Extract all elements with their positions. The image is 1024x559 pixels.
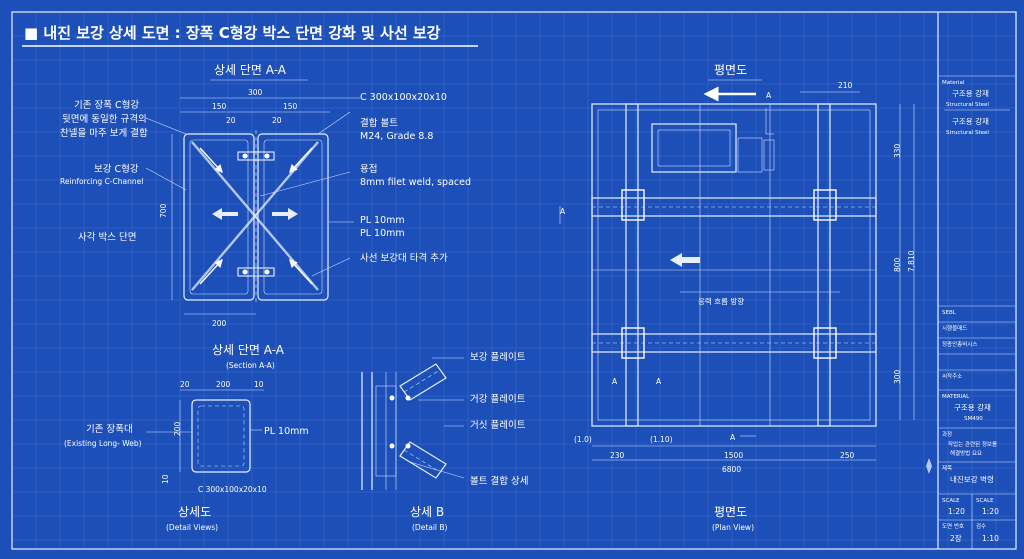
section-small-title: 상세 단면 A-A	[212, 343, 285, 357]
tb-sheet-2: 1:10	[982, 534, 999, 543]
plan-caption: 평면도	[714, 505, 747, 519]
tb-row-3: 정종안총비시스	[942, 340, 977, 348]
plan-dim-top: 210	[838, 81, 853, 90]
label-bolt: 결합 볼트	[360, 118, 398, 129]
label-small-channel: C 300x100x20x10	[198, 485, 267, 494]
label-existing-1: 기존 장폭 C형강	[74, 100, 139, 111]
dim-small-a: 20	[180, 380, 190, 389]
dim-height: 700	[159, 203, 168, 218]
plan-marker-top: A	[766, 91, 772, 100]
section-main-title: 상세 단면 A-A	[214, 63, 287, 77]
plan-marker-bl1: A	[612, 377, 618, 386]
plan-dim-r1: 330	[893, 143, 902, 158]
label-weld-spec: 8mm filet weld, spaced	[360, 177, 471, 188]
plan-marker-left: A	[560, 207, 566, 216]
plan-dim-r4: 300	[893, 369, 902, 384]
plan-dim-b1: 230	[610, 451, 625, 460]
section-small: 상세 단면 A-A (Section A-A) 20 200 10 200 10…	[64, 343, 309, 532]
tb-material-label: Material	[942, 80, 965, 86]
tb-sheet-label-1: 도면 번호	[942, 522, 964, 530]
tb-project-label: 제목	[942, 464, 952, 472]
label-small-plate: PL 10mm	[264, 426, 309, 437]
plan-caption-en: (Plan View)	[712, 523, 754, 532]
detail-views-caption-en: (Detail Views)	[166, 523, 218, 532]
sparkle-icon	[926, 458, 932, 474]
detail-b-caption: 상세 B	[410, 505, 444, 519]
plan-dim-b2: 1500	[724, 451, 743, 460]
dim-bottom: 200	[212, 319, 227, 328]
dim-small-b: 200	[216, 380, 231, 389]
plan-view: 평면도 A 210 응력 흐름 방향	[559, 63, 916, 532]
label-b-2: 거강 플레이트	[470, 394, 526, 405]
label-b-3: 거싯 플레이트	[470, 420, 526, 431]
label-b-4: 볼트 결합 상세	[470, 476, 528, 487]
tb-material-1-en: Structural Steel	[946, 102, 989, 108]
tb-material-1: 구조용 강재	[952, 88, 989, 98]
tb-scale-label-1: SCALE	[942, 498, 960, 504]
label-bolt-spec: M24, Grade 8.8	[360, 131, 433, 142]
tb-project: 내진보강 벽령	[950, 474, 994, 484]
detail-b: 보강 플레이트 거강 플레이트 거싯 플레이트 볼트 결합 상세 상세 B (D…	[361, 352, 528, 532]
dim-small-height: 200	[173, 421, 182, 436]
small-box	[191, 399, 251, 473]
plan-dim-p1: (1.0)	[574, 435, 592, 444]
tb-note-1: 작업는 관련된 정보를	[948, 440, 997, 448]
label-reinforcing: 보강 C형강	[94, 164, 139, 175]
sheet-border	[11, 11, 1017, 550]
label-plate-2: PL 10mm	[360, 228, 405, 239]
label-existing-3: 찬넬을 마주 보게 결합	[60, 127, 148, 139]
plan-flow-label: 응력 흐름 방향	[698, 296, 744, 306]
tb-material-2-en: Structural Steel	[946, 130, 989, 136]
label-existing-2: 뒷면에 동일한 규격의	[62, 113, 147, 125]
title-block: Material 구조용 강재 Structural Steel 구조용 강재 …	[926, 12, 1016, 549]
plan-dim-r3: 7,810	[907, 250, 916, 272]
plan-dim-b3: 250	[840, 451, 855, 460]
plan-marker-bl2: A	[656, 377, 662, 386]
tb-row-5: 씨작주소	[942, 373, 962, 380]
label-small-existing: 기존 장폭대	[86, 424, 133, 435]
section-main: 상세 단면 A-A 300 150 150 20 20	[60, 63, 471, 328]
detail-b-caption-en: (Detail B)	[412, 523, 448, 532]
tb-scale-1: 1:20	[948, 507, 965, 516]
section-small-subtitle: (Section A-A)	[226, 361, 275, 370]
plan-title: 평면도	[714, 63, 747, 77]
detail-views-caption: 상세도	[178, 505, 211, 519]
plan-dim-total: 6800	[722, 465, 741, 474]
plan-dim-p2: (1.10)	[650, 435, 673, 444]
label-b-1: 보강 플레이트	[470, 352, 526, 363]
label-reinforcing-en: Reinforcing C-Channel	[60, 177, 143, 186]
plan-marker-bottom: A	[730, 433, 736, 442]
tb-sheet-label-2: 검수	[976, 523, 986, 530]
tb-scale-label-2: SCALE	[976, 498, 994, 504]
tb-material-2: 구조용 강재	[952, 116, 989, 126]
tb-note-2: 해결방법 요요	[950, 449, 982, 457]
label-channel-spec: C 300x100x20x10	[360, 92, 447, 103]
label-diagonal: 사선 보강대 타격 추가	[360, 252, 448, 264]
tb-material2-value: 구조용 강재	[954, 402, 991, 412]
right-channel	[257, 133, 329, 301]
dim-gap-right: 20	[272, 116, 282, 125]
label-small-existing-en: (Existing Long- Web)	[64, 439, 142, 448]
dim-left: 150	[212, 102, 227, 111]
label-plate-1: PL 10mm	[360, 215, 405, 226]
tb-row-1: SEBL	[942, 310, 957, 316]
tb-row-2: 시행물매드	[942, 324, 967, 332]
tb-note-label: 과정	[942, 430, 952, 438]
plan-dim-r2: 800	[893, 257, 902, 272]
dim-small-base: 10	[161, 474, 170, 484]
dim-small-c: 10	[254, 380, 264, 389]
tb-scale-2: 1:20	[982, 507, 999, 516]
tb-material2-grade: SM490	[964, 416, 983, 422]
dim-overall: 300	[248, 88, 263, 97]
label-box: 사각 박스 단면	[78, 231, 136, 243]
dim-gap-left: 20	[226, 116, 236, 125]
tb-material2-label: MATERIAL	[942, 394, 970, 400]
page-title: ■ 내진 보강 상세 도면 : 장폭 C형강 박스 단면 강화 및 사선 보강	[24, 24, 441, 42]
tb-sheet-1: 2장	[950, 533, 962, 543]
label-weld: 용접	[360, 163, 377, 175]
dim-right: 150	[283, 102, 298, 111]
